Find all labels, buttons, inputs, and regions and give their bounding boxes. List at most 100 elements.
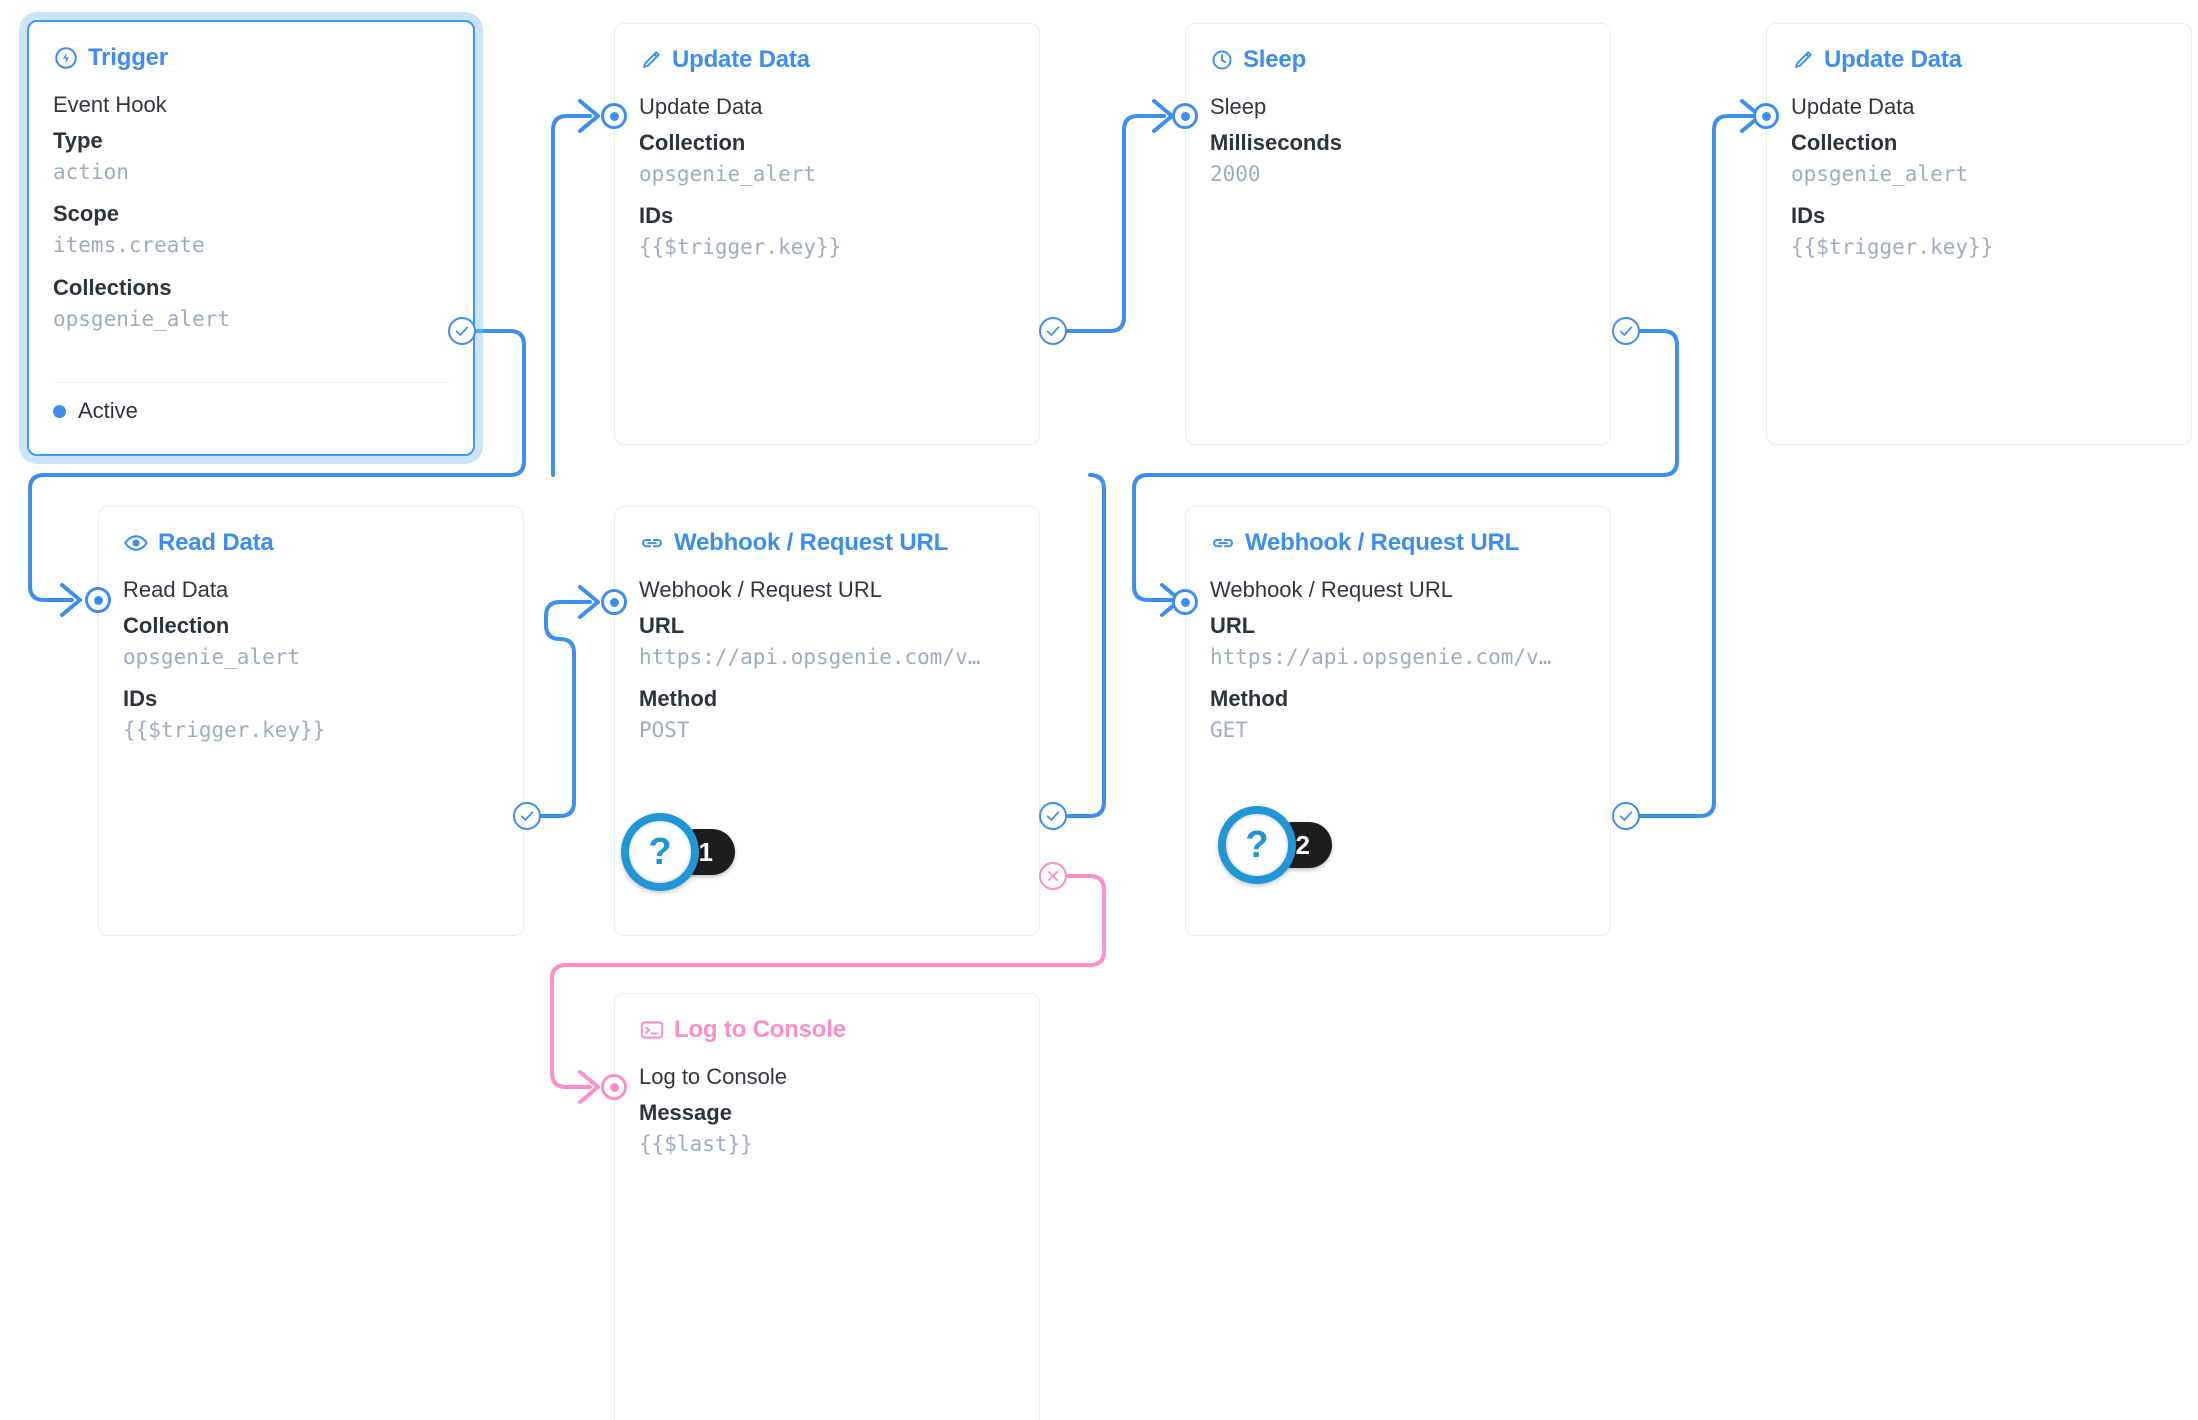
card-header-update-data-1: Update Data [615, 24, 1039, 78]
check-icon [1619, 811, 1633, 821]
field-label-method: Method [639, 686, 718, 712]
node-card-sleep[interactable]: Sleep Sleep Milliseconds 2000 [1185, 23, 1611, 445]
check-icon [1046, 326, 1060, 336]
field-label-scope: Scope [53, 201, 120, 227]
status-badge-active: Active [29, 384, 162, 424]
node-title: Update Data [1791, 94, 1915, 119]
pencil-icon [639, 48, 663, 72]
question-mark-icon[interactable]: ? [621, 813, 699, 891]
node-card-log-to-console[interactable]: Log to Console Log to Console Message {{… [614, 993, 1040, 1420]
card-header-label: Webhook / Request URL [1245, 529, 1520, 556]
input-connector-update-data-1[interactable] [601, 103, 627, 129]
field-value-collection: opsgenie_alert [639, 161, 817, 186]
card-header-update-data-2: Update Data [1767, 24, 2191, 78]
field-value-collection: opsgenie_alert [1791, 161, 1969, 186]
card-header-webhook-post: Webhook / Request URL [615, 507, 1039, 561]
node-title: Log to Console [639, 1064, 787, 1089]
input-connector-log-to-console[interactable] [601, 1074, 627, 1100]
bolt-circle-icon [53, 45, 79, 71]
field-label-milliseconds: Milliseconds [1210, 130, 1343, 155]
help-badge-webhook-get[interactable]: ? 2 [1218, 806, 1332, 884]
input-pip-icon [93, 595, 103, 605]
input-connector-read-data[interactable] [85, 587, 111, 613]
success-connector-webhook-post[interactable] [1039, 802, 1067, 830]
error-connector-webhook-post[interactable] [1039, 862, 1067, 890]
field-label-method: Method [1210, 686, 1289, 712]
input-pip-icon [609, 111, 619, 121]
input-pip-icon [609, 1082, 619, 1092]
card-header-log-to-console: Log to Console [615, 994, 1039, 1048]
field-value-message: {{$last}} [639, 1131, 753, 1156]
check-icon [1046, 811, 1060, 821]
card-header-sleep: Sleep [1186, 24, 1610, 78]
card-body-log-to-console: Log to Console Message {{$last}} [615, 1048, 1039, 1188]
help-badge-webhook-post[interactable]: ? 1 [621, 813, 735, 891]
success-connector-read-data[interactable] [513, 802, 541, 830]
node-title: Webhook / Request URL [1210, 577, 1453, 602]
field-value-ids: {{$trigger.key}} [639, 235, 842, 260]
card-header-trigger: Trigger [29, 22, 473, 76]
card-body-trigger: Event Hook Type action Scope items.creat… [29, 76, 473, 363]
card-body-webhook-post: Webhook / Request URL URL https://api.op… [615, 561, 1039, 775]
field-label-collections: Collections [53, 274, 172, 300]
field-label-url: URL [639, 613, 685, 638]
input-pip-icon [1180, 111, 1190, 121]
field-value-ids: {{$trigger.key}} [123, 718, 326, 743]
card-header-label: Read Data [158, 529, 274, 556]
card-body-sleep: Sleep Milliseconds 2000 [1186, 78, 1610, 218]
field-value-method: POST [639, 718, 690, 743]
node-title: Webhook / Request URL [639, 577, 882, 602]
field-label-ids: IDs [1791, 203, 1826, 229]
question-mark-icon[interactable]: ? [1218, 806, 1296, 884]
success-connector-sleep[interactable] [1612, 317, 1640, 345]
field-label-message: Message [639, 1100, 732, 1125]
field-label-collection: Collection [123, 613, 230, 638]
field-value-milliseconds: 2000 [1210, 161, 1261, 186]
node-title: Sleep [1210, 94, 1267, 119]
field-label-ids: IDs [123, 686, 158, 712]
check-icon [520, 811, 534, 821]
input-connector-sleep[interactable] [1172, 103, 1198, 129]
field-label-collection: Collection [639, 130, 746, 155]
field-value-url: https://api.opsgenie.com/v… [639, 644, 981, 669]
status-dot-icon [53, 404, 66, 418]
field-value-url: https://api.opsgenie.com/v… [1210, 644, 1552, 669]
card-header-label: Sleep [1243, 46, 1307, 73]
input-connector-webhook-get[interactable] [1172, 589, 1198, 615]
check-icon [1619, 326, 1633, 336]
card-divider [53, 382, 449, 383]
clock-icon [1210, 48, 1234, 72]
node-card-webhook-post[interactable]: Webhook / Request URL Webhook / Request … [614, 506, 1040, 936]
card-body-update-data-1: Update Data Collection opsgenie_alert ID… [615, 78, 1039, 292]
card-header-label: Log to Console [674, 1016, 846, 1043]
question-mark-glyph: ? [629, 821, 691, 883]
input-connector-update-data-2[interactable] [1753, 103, 1779, 129]
field-value-type: action [53, 159, 129, 184]
card-header-label: Update Data [1824, 46, 1962, 73]
close-icon [1048, 871, 1058, 881]
node-card-update-data-2[interactable]: Update Data Update Data Collection opsge… [1766, 23, 2192, 445]
success-connector-update-data-1[interactable] [1039, 317, 1067, 345]
node-card-update-data-1[interactable]: Update Data Update Data Collection opsge… [614, 23, 1040, 445]
field-label-url: URL [1210, 613, 1256, 638]
field-value-scope: items.create [53, 233, 205, 258]
field-value-ids: {{$trigger.key}} [1791, 235, 1994, 260]
node-card-trigger[interactable]: Trigger Event Hook Type action Scope ite… [27, 20, 475, 456]
input-connector-webhook-post[interactable] [601, 589, 627, 615]
card-body-update-data-2: Update Data Collection opsgenie_alert ID… [1767, 78, 2191, 292]
success-connector-webhook-get[interactable] [1612, 802, 1640, 830]
card-header-read-data: Read Data [99, 507, 523, 561]
field-label-collection: Collection [1791, 130, 1898, 155]
question-mark-glyph: ? [1226, 814, 1288, 876]
check-icon [455, 326, 469, 336]
status-label: Active [78, 398, 138, 423]
card-header-label: Update Data [672, 46, 810, 73]
success-connector-trigger[interactable] [448, 317, 476, 345]
node-card-read-data[interactable]: Read Data Read Data Collection opsgenie_… [98, 506, 524, 936]
field-value-method: GET [1210, 718, 1248, 743]
pencil-icon [1791, 48, 1815, 72]
input-pip-icon [1761, 111, 1771, 121]
card-body-webhook-get: Webhook / Request URL URL https://api.op… [1186, 561, 1610, 775]
link-icon [1210, 530, 1236, 556]
